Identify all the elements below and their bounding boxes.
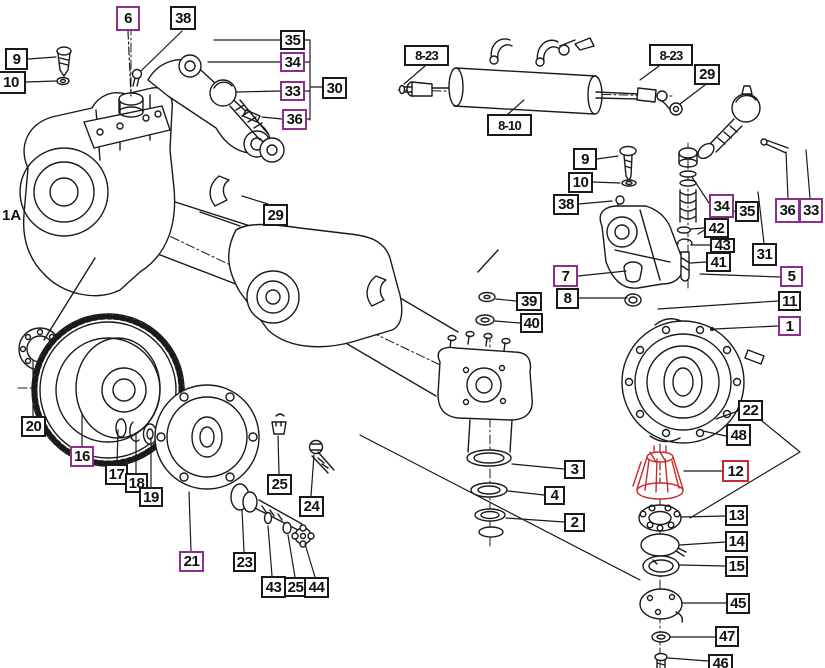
- part-callout-34[interactable]: 34: [280, 52, 305, 72]
- part-callout-44[interactable]: 44: [304, 577, 329, 598]
- center-knuckle-shaft: [437, 330, 533, 538]
- part-callout-39[interactable]: 39: [516, 292, 542, 311]
- part-callout-33[interactable]: 33: [280, 81, 305, 101]
- part-callout-16[interactable]: 16: [70, 446, 94, 467]
- part-callout-5[interactable]: 5: [780, 266, 803, 287]
- part-callout-25[interactable]: 25: [284, 577, 307, 597]
- part-callout-38[interactable]: 38: [553, 194, 579, 215]
- tie-rod-lower: [230, 413, 335, 548]
- part-callout-34[interactable]: 34: [709, 194, 734, 218]
- part-callout-35[interactable]: 35: [735, 201, 759, 222]
- part-callout-25[interactable]: 25: [267, 474, 292, 495]
- part-callout-23[interactable]: 23: [233, 552, 256, 572]
- part-callout-15[interactable]: 15: [725, 556, 748, 577]
- part-callout-36[interactable]: 36: [775, 198, 800, 223]
- part-callout-8-10[interactable]: 8-10: [487, 114, 532, 136]
- part-callout-9[interactable]: 9: [573, 148, 597, 170]
- part-callout-48[interactable]: 48: [726, 424, 751, 446]
- part-callout-33[interactable]: 33: [799, 198, 823, 223]
- part-callout-2[interactable]: 2: [564, 513, 585, 532]
- tie-rod-right: [697, 85, 789, 160]
- part-callout-42[interactable]: 42: [704, 218, 729, 238]
- part-callout-10[interactable]: 10: [0, 71, 26, 94]
- axle-beam: [141, 175, 459, 397]
- part-callout-12[interactable]: 12: [722, 460, 749, 482]
- part-callout-35[interactable]: 35: [280, 30, 305, 50]
- part-callout-11[interactable]: 11: [778, 291, 801, 311]
- steering-cylinder: [398, 37, 683, 116]
- washer-parts-39-40: [475, 249, 499, 326]
- part-callout-29[interactable]: 29: [694, 64, 720, 85]
- highlighted-part-12-bevel-pinion: [632, 445, 684, 500]
- part-callout-7[interactable]: 7: [553, 265, 578, 287]
- part-callout-29[interactable]: 29: [263, 204, 288, 226]
- part-callout-45[interactable]: 45: [726, 593, 750, 614]
- part-callout-46[interactable]: 46: [708, 654, 733, 668]
- left-knuckle-assembly: [19, 46, 271, 297]
- part-callout-6[interactable]: 6: [116, 6, 140, 31]
- part-callout-21[interactable]: 21: [179, 551, 204, 572]
- part-callout-30[interactable]: 30: [322, 77, 347, 99]
- page-corner-mark: 1A: [2, 207, 22, 224]
- pinion-stack: [632, 445, 687, 668]
- bevel-gear-case: [621, 318, 765, 444]
- part-callout-40[interactable]: 40: [520, 313, 543, 333]
- part-callout-9[interactable]: 9: [5, 48, 28, 70]
- part-callout-8[interactable]: 8: [556, 288, 579, 309]
- leader-lines: [25, 30, 811, 662]
- part-callout-38[interactable]: 38: [170, 6, 196, 30]
- part-callout-20[interactable]: 20: [21, 416, 46, 437]
- part-callout-8-23[interactable]: 8-23: [649, 44, 693, 66]
- part-callout-31[interactable]: 31: [752, 243, 777, 266]
- part-callout-36[interactable]: 36: [282, 109, 307, 130]
- part-callout-4[interactable]: 4: [544, 486, 565, 505]
- part-callout-8-23[interactable]: 8-23: [404, 45, 449, 66]
- tie-rod-upper: [209, 79, 285, 163]
- part-callout-14[interactable]: 14: [725, 531, 748, 552]
- part-callout-47[interactable]: 47: [715, 626, 739, 647]
- right-knuckle-arm: [599, 145, 698, 307]
- part-callout-24[interactable]: 24: [299, 496, 324, 517]
- part-callout-43[interactable]: 43: [261, 576, 286, 598]
- part-callout-3[interactable]: 3: [564, 460, 585, 479]
- part-callout-41[interactable]: 41: [706, 252, 731, 272]
- part-callout-13[interactable]: 13: [725, 505, 748, 526]
- part-callout-19[interactable]: 19: [139, 487, 163, 507]
- part-callout-10[interactable]: 10: [568, 172, 593, 193]
- part-callout-43[interactable]: 43: [710, 238, 735, 253]
- differential-gear-set: [18, 257, 260, 490]
- part-callout-22[interactable]: 22: [738, 400, 763, 421]
- part-callout-1[interactable]: 1: [778, 316, 801, 336]
